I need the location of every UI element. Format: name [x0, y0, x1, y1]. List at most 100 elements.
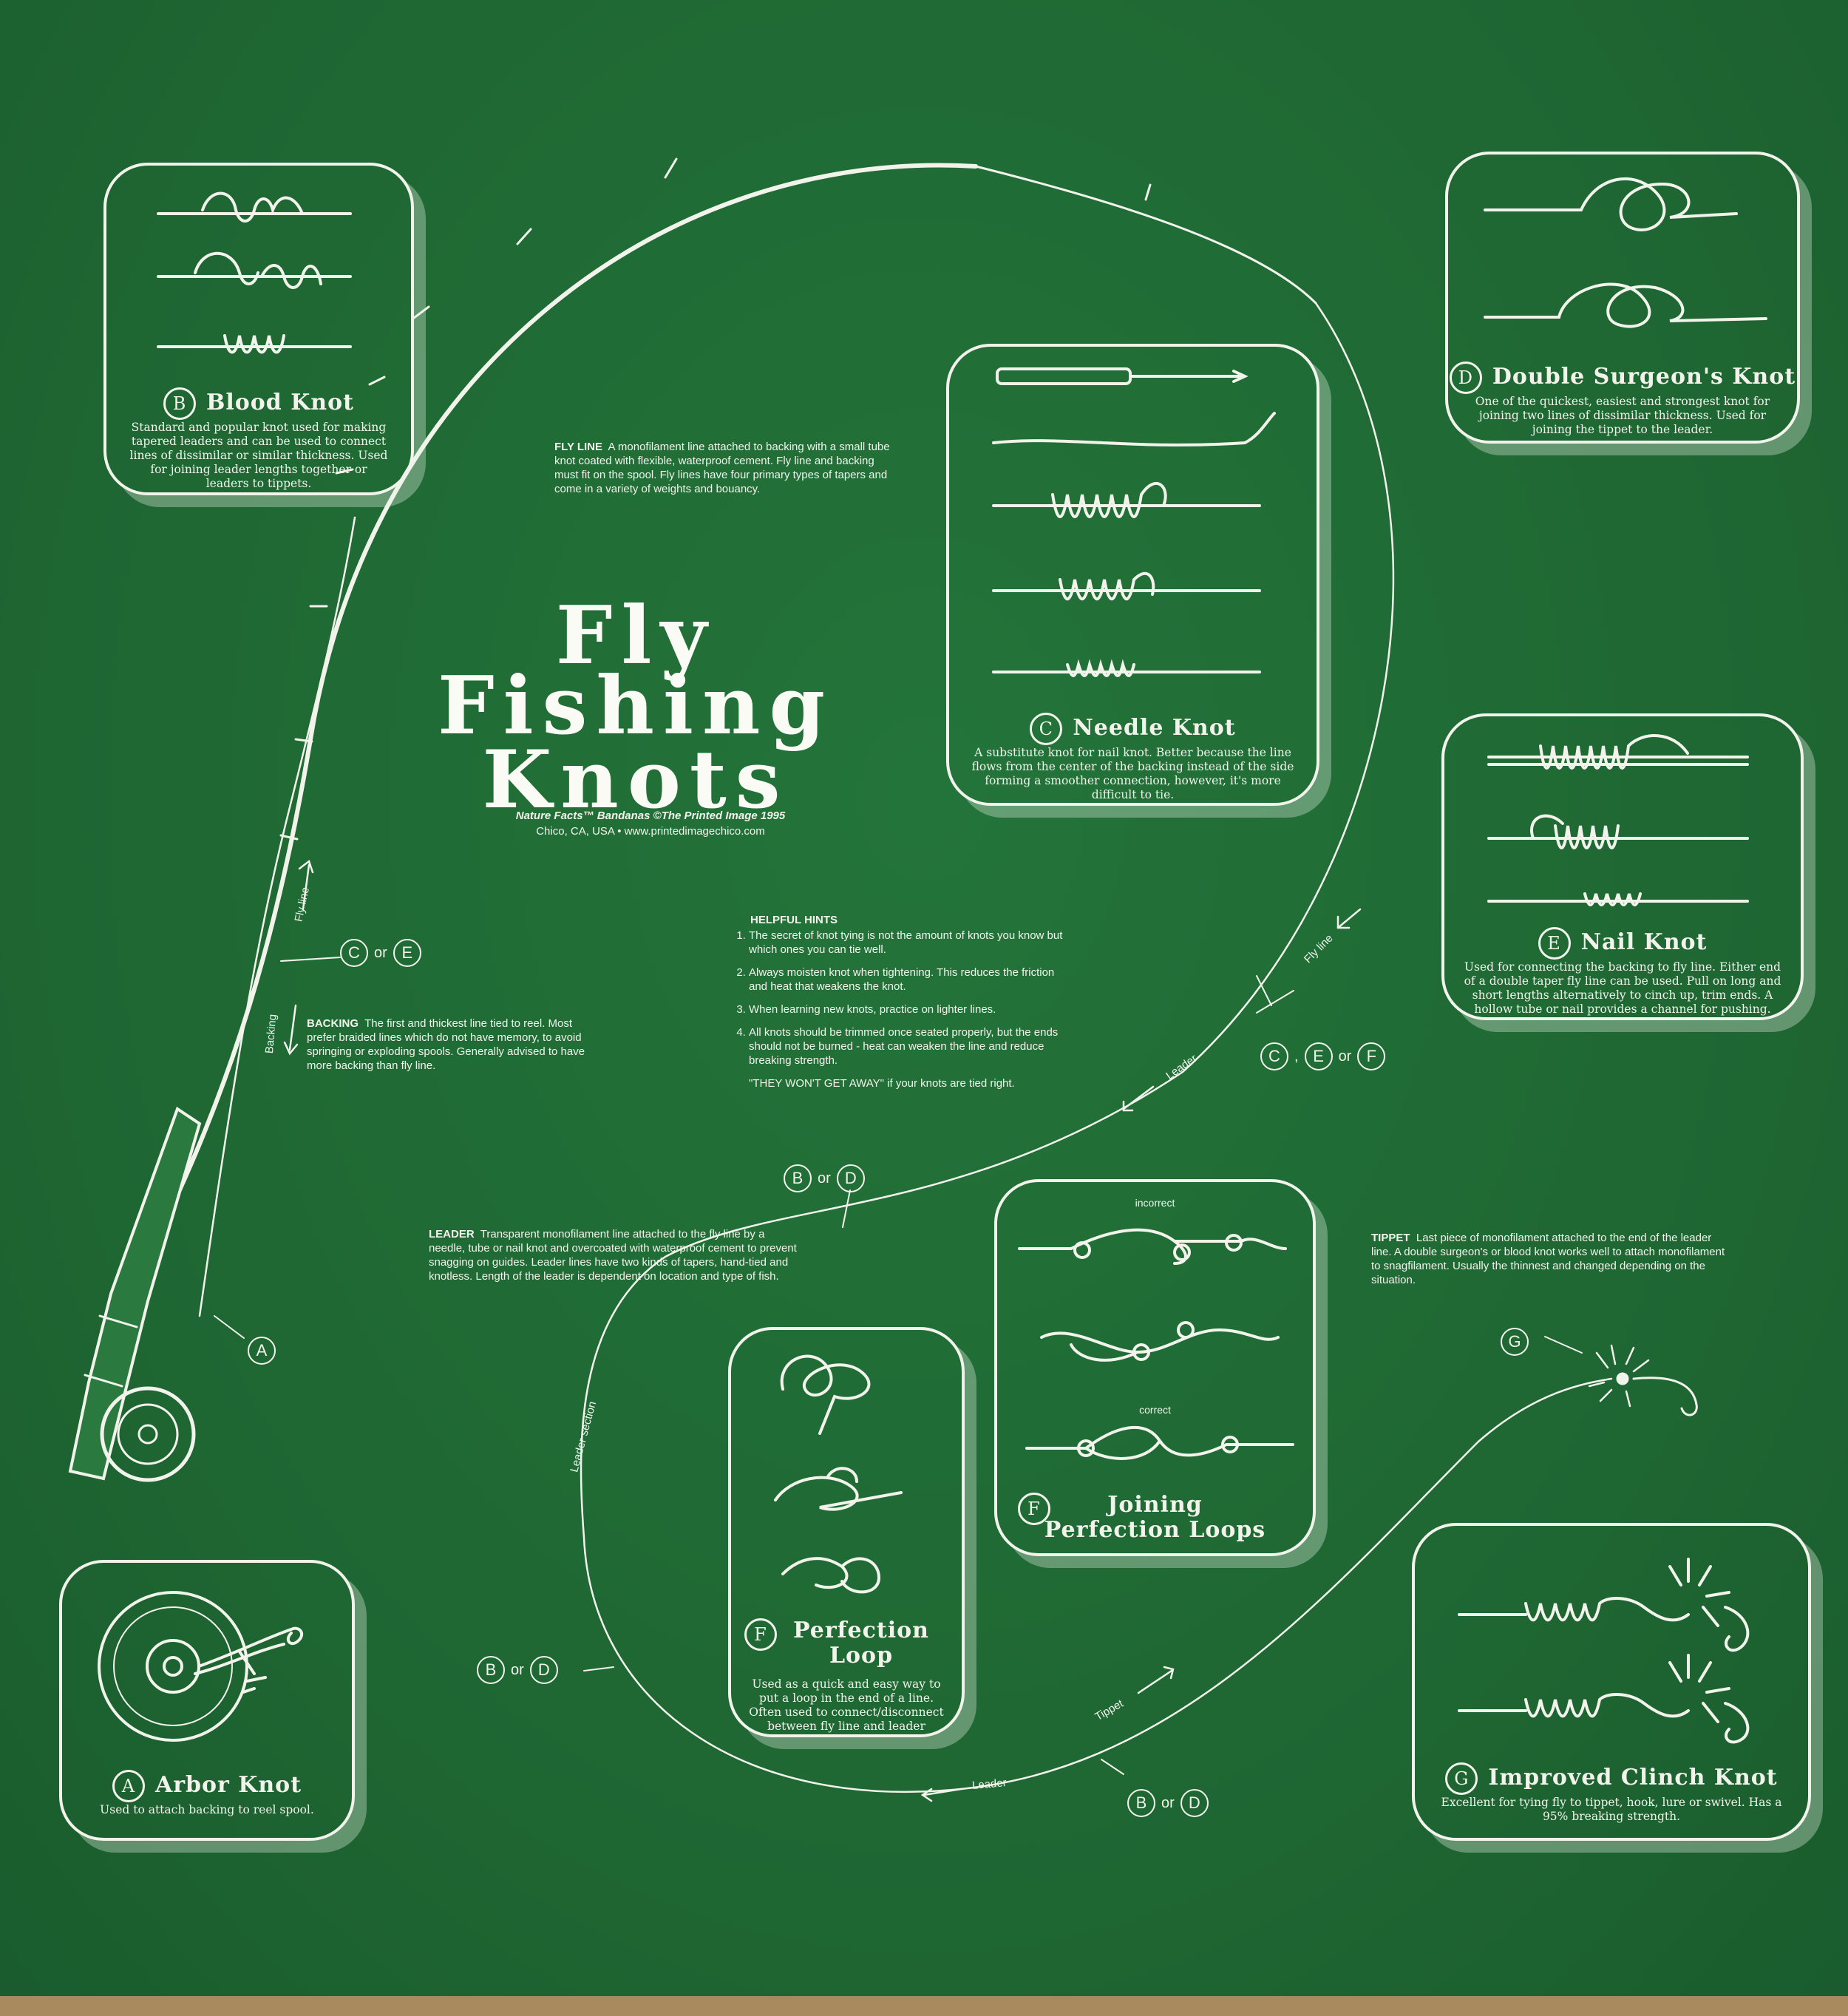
tippet-heading: TIPPET — [1371, 1232, 1410, 1244]
perfection-loop-diagram — [774, 1354, 903, 1594]
double-surgeons-knot-diagram — [1484, 177, 1767, 328]
callout-letter: A — [248, 1337, 276, 1365]
callout-or: or — [511, 1661, 524, 1678]
perfection-loop-desc: Used as a quick and easy way to put a lo… — [749, 1677, 944, 1733]
tippet-description: TIPPET Last piece of monofilament attach… — [1371, 1231, 1733, 1287]
joining-incorrect-caption: incorrect — [1135, 1197, 1175, 1209]
title-fly: Fly — [555, 589, 716, 682]
panel-blood-knot: B Blood Knot Standard and popular knot us… — [103, 163, 414, 495]
helpful-hints-list: The secret of knot tying is not the amou… — [728, 929, 1068, 1068]
blood-knot-diagram — [157, 191, 352, 354]
nail-knot-letter: E — [1538, 927, 1571, 960]
flyline-heading: FLY LINE — [554, 441, 603, 453]
callout-or: or — [818, 1170, 831, 1187]
nail-knot-title: E Nail Knot — [1444, 927, 1801, 960]
fly-line — [580, 302, 1613, 1793]
perfection-loop-title: F Perfection Loop — [731, 1618, 962, 1669]
nail-knot-desc: Used for connecting the backing to fly l… — [1464, 960, 1781, 1016]
hint-item: Always moisten knot when tightening. Thi… — [749, 965, 1068, 994]
callout-c-or-e: C or E — [340, 939, 421, 967]
callout-b-or-d-upper: B or D — [784, 1164, 865, 1192]
double-surgeons-knot-name: Double Surgeon's Knot — [1492, 364, 1796, 390]
callout-a: A — [248, 1337, 276, 1365]
callout-letter: F — [1357, 1042, 1386, 1070]
joining-perfection-loops-diagram — [1018, 1228, 1294, 1460]
improved-clinch-knot-name: Improved Clinch Knot — [1488, 1765, 1778, 1791]
joining-correct-caption: correct — [1139, 1404, 1171, 1416]
panel-needle-knot: C Needle Knot A substitute knot for nail … — [946, 344, 1319, 806]
arbor-knot-desc: Used to attach backing to reel spool. — [100, 1803, 314, 1816]
perfection-loop-title-line2: Loop — [829, 1643, 894, 1669]
callout-c-e-or-f: C , E or F — [1260, 1042, 1386, 1070]
tippet-text: Last piece of monofilament attached to t… — [1371, 1232, 1725, 1286]
perfection-loop-title-line1: Perfection — [793, 1618, 929, 1643]
callout-letter: E — [1304, 1042, 1333, 1070]
joining-title-line2: Perfection Loops — [1044, 1517, 1266, 1543]
bandana-edge — [0, 1996, 1848, 2016]
joining-title-line1: Joining — [1107, 1492, 1203, 1518]
callout-or: or — [374, 944, 387, 961]
needle-knot-letter: C — [1030, 713, 1063, 745]
callout-letter: D — [529, 1656, 558, 1684]
backing-description: BACKING The first and thickest line tied… — [307, 1017, 602, 1073]
improved-clinch-knot-title: G Improved Clinch Knot — [1415, 1762, 1808, 1795]
callout-letter: C — [340, 939, 368, 967]
improved-clinch-knot-letter: G — [1445, 1762, 1478, 1795]
blood-knot-letter: B — [163, 387, 197, 420]
needle-knot-diagram — [992, 367, 1276, 677]
callout-or: or — [1338, 1048, 1352, 1065]
nail-knot-diagram — [1487, 734, 1749, 906]
callout-letter: G — [1501, 1328, 1529, 1356]
callout-g: G — [1501, 1328, 1529, 1356]
fly-illustration — [1588, 1344, 1698, 1416]
flyline-description: FLY LINE A monofilament line attached to… — [554, 440, 894, 496]
joining-perfection-loops-title: F Joining Perfection Loops — [997, 1493, 1313, 1543]
helpful-hints-heading: HELPFUL HINTS — [750, 914, 838, 926]
fly-rod — [146, 163, 978, 1259]
panel-perfection-loop: F Perfection Loop Used as a quick and ea… — [728, 1327, 965, 1737]
fly-reel — [100, 1386, 196, 1482]
callout-letter: D — [836, 1164, 865, 1192]
arbor-knot-diagram — [98, 1591, 304, 1742]
perfection-loop-letter: F — [744, 1618, 777, 1651]
blood-knot-title: B Blood Knot — [106, 387, 411, 420]
leader-heading: LEADER — [429, 1228, 475, 1241]
callout-letter: B — [477, 1656, 505, 1684]
needle-knot-title: C Needle Knot — [949, 713, 1317, 745]
hint-item: All knots should be trimmed once seated … — [749, 1025, 1068, 1068]
callout-letter: B — [784, 1164, 812, 1192]
nail-knot-name: Nail Knot — [1580, 929, 1708, 955]
callout-letter: C — [1260, 1042, 1288, 1070]
credit-line-1: Nature Facts™ Bandanas ©The Printed Imag… — [515, 810, 786, 822]
needle-knot-name: Needle Knot — [1073, 715, 1236, 741]
callout-or: or — [1161, 1794, 1175, 1811]
rod-grip — [68, 1106, 202, 1481]
leader-description: LEADER Transparent monofilament line att… — [429, 1227, 798, 1283]
joining-letter: F — [1018, 1493, 1050, 1525]
callout-letter: B — [1127, 1789, 1155, 1817]
backing-text: The first and thickest line tied to reel… — [307, 1017, 585, 1072]
panel-nail-knot: E Nail Knot Used for connecting the backi… — [1441, 713, 1804, 1020]
hints-closing: "THEY WON'T GET AWAY" if your knots are … — [749, 1077, 1015, 1090]
double-surgeons-knot-title: D Double Surgeon's Knot — [1448, 362, 1797, 394]
needle-knot-desc: A substitute knot for nail knot. Better … — [971, 746, 1294, 801]
arbor-knot-name: Arbor Knot — [154, 1772, 302, 1798]
callout-b-or-d-left: B or D — [477, 1656, 558, 1684]
hint-item: When learning new knots, practice on lig… — [749, 1002, 1068, 1017]
title-knots: Knots — [482, 733, 789, 827]
blood-knot-name: Blood Knot — [206, 390, 354, 415]
double-surgeons-knot-letter: D — [1449, 362, 1482, 394]
credit-line-2: Chico, CA, USA • www.printedimagechico.c… — [536, 825, 765, 838]
blood-knot-desc: Standard and popular knot used for makin… — [129, 421, 388, 490]
title-fishing: Fishing — [437, 659, 835, 753]
leader-text: Transparent monofilament line attached t… — [429, 1228, 797, 1283]
callout-letter: D — [1180, 1789, 1209, 1817]
panel-joining-perfection-loops: incorrect correct F Joining Perfection L… — [994, 1179, 1316, 1556]
callout-b-or-d-bottom: B or D — [1127, 1789, 1209, 1817]
